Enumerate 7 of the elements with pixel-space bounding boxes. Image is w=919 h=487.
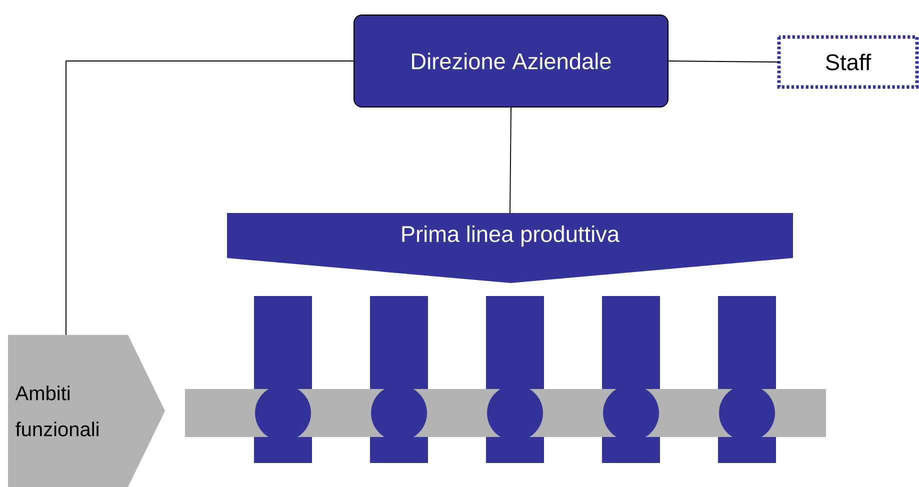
staff-box: Staff bbox=[777, 35, 919, 89]
chevron-label-box: Ambiti funzionali bbox=[8, 335, 165, 487]
direction-box: Direzione Aziendale bbox=[353, 14, 669, 108]
connector-line bbox=[668, 60, 780, 62]
downward-arrow-banner: Prima linea produttiva bbox=[227, 213, 793, 283]
connector-line bbox=[510, 106, 512, 214]
connector-line bbox=[66, 60, 354, 336]
